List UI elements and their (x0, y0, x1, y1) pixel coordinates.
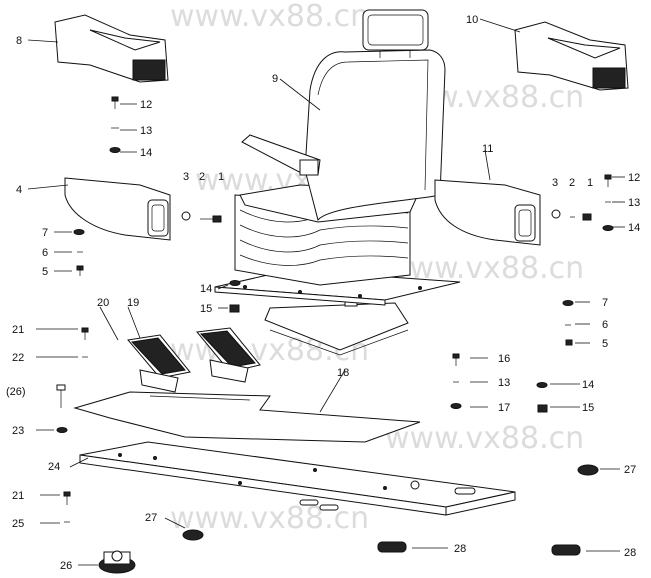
callout-14-lower: 14 (582, 379, 594, 391)
callout-28-left: 28 (454, 543, 466, 555)
callout-28-right: 28 (624, 547, 636, 559)
mounts-and-pads (98, 464, 599, 574)
callout-9: 9 (272, 73, 278, 85)
callout-15-lower: 15 (582, 402, 594, 414)
callout-17: 17 (498, 402, 510, 414)
callout-19: 19 (127, 297, 139, 309)
callout-13-right: 13 (628, 197, 640, 209)
watermarks: www.vx88.cn www.vx88.cn www.vx88.cn www.… (170, 0, 584, 536)
callout-1-right: 1 (587, 177, 593, 189)
callout-5-right: 5 (602, 338, 608, 350)
callout-26: 26 (60, 560, 72, 572)
callout-13-lower: 13 (498, 377, 510, 389)
callout-24: 24 (48, 461, 60, 473)
callout-21-lower: 21 (12, 490, 24, 502)
callout-11: 11 (482, 143, 493, 155)
callout-13-left: 13 (140, 125, 152, 137)
callout-12-left: 12 (140, 99, 152, 111)
callout-6-right: 6 (602, 319, 608, 331)
callout-14-center: 14 (200, 283, 212, 295)
floor-panel (79, 441, 516, 516)
callout-14-right: 14 (628, 222, 640, 234)
callout-14-left: 14 (140, 147, 152, 159)
callout-12-right: 12 (628, 172, 640, 184)
callout-2: 2 (199, 171, 205, 183)
callout-7-left: 7 (42, 227, 48, 239)
fasteners (56, 96, 614, 523)
callout-23: 23 (12, 425, 24, 437)
watermark-7: www.vx88.cn (170, 501, 369, 536)
callout-15-center: 15 (200, 303, 212, 315)
right-console (514, 21, 629, 91)
floor-mat (73, 391, 421, 443)
callout-21-upper: 21 (12, 324, 24, 336)
callout-6-left: 6 (42, 247, 48, 259)
callout-1: 1 (218, 171, 224, 183)
seat (239, 9, 446, 223)
callout-16: 16 (498, 353, 510, 365)
callout-3: 3 (183, 171, 189, 183)
callout-27-left: 27 (145, 512, 157, 524)
callout-26-paren: (26) (6, 386, 26, 398)
leader-lines (27, 18, 625, 566)
left-bracket (64, 177, 171, 241)
callout-labels: 1 2 3 4 5 6 7 8 9 10 11 12 13 14 1 2 3 1… (6, 14, 640, 572)
callout-18: 18 (337, 367, 349, 379)
watermark-1: www.vx88.cn (170, 0, 369, 34)
callout-27-right: 27 (624, 464, 636, 476)
callout-20: 20 (97, 297, 109, 309)
callout-4: 4 (16, 184, 22, 196)
pedals (127, 327, 261, 393)
right-bracket (434, 179, 541, 246)
seat-subframe (264, 299, 409, 356)
callout-22: 22 (12, 352, 24, 364)
callout-5-left: 5 (42, 266, 48, 278)
armrest (241, 134, 321, 176)
callout-7-right: 7 (602, 297, 608, 309)
callout-10: 10 (466, 14, 478, 26)
callout-2-right: 2 (569, 177, 575, 189)
callout-25: 25 (12, 518, 24, 530)
callout-3-right: 3 (552, 177, 558, 189)
callout-8: 8 (16, 35, 22, 47)
left-console (54, 14, 169, 83)
watermark-6: www.vx88.cn (385, 421, 584, 456)
